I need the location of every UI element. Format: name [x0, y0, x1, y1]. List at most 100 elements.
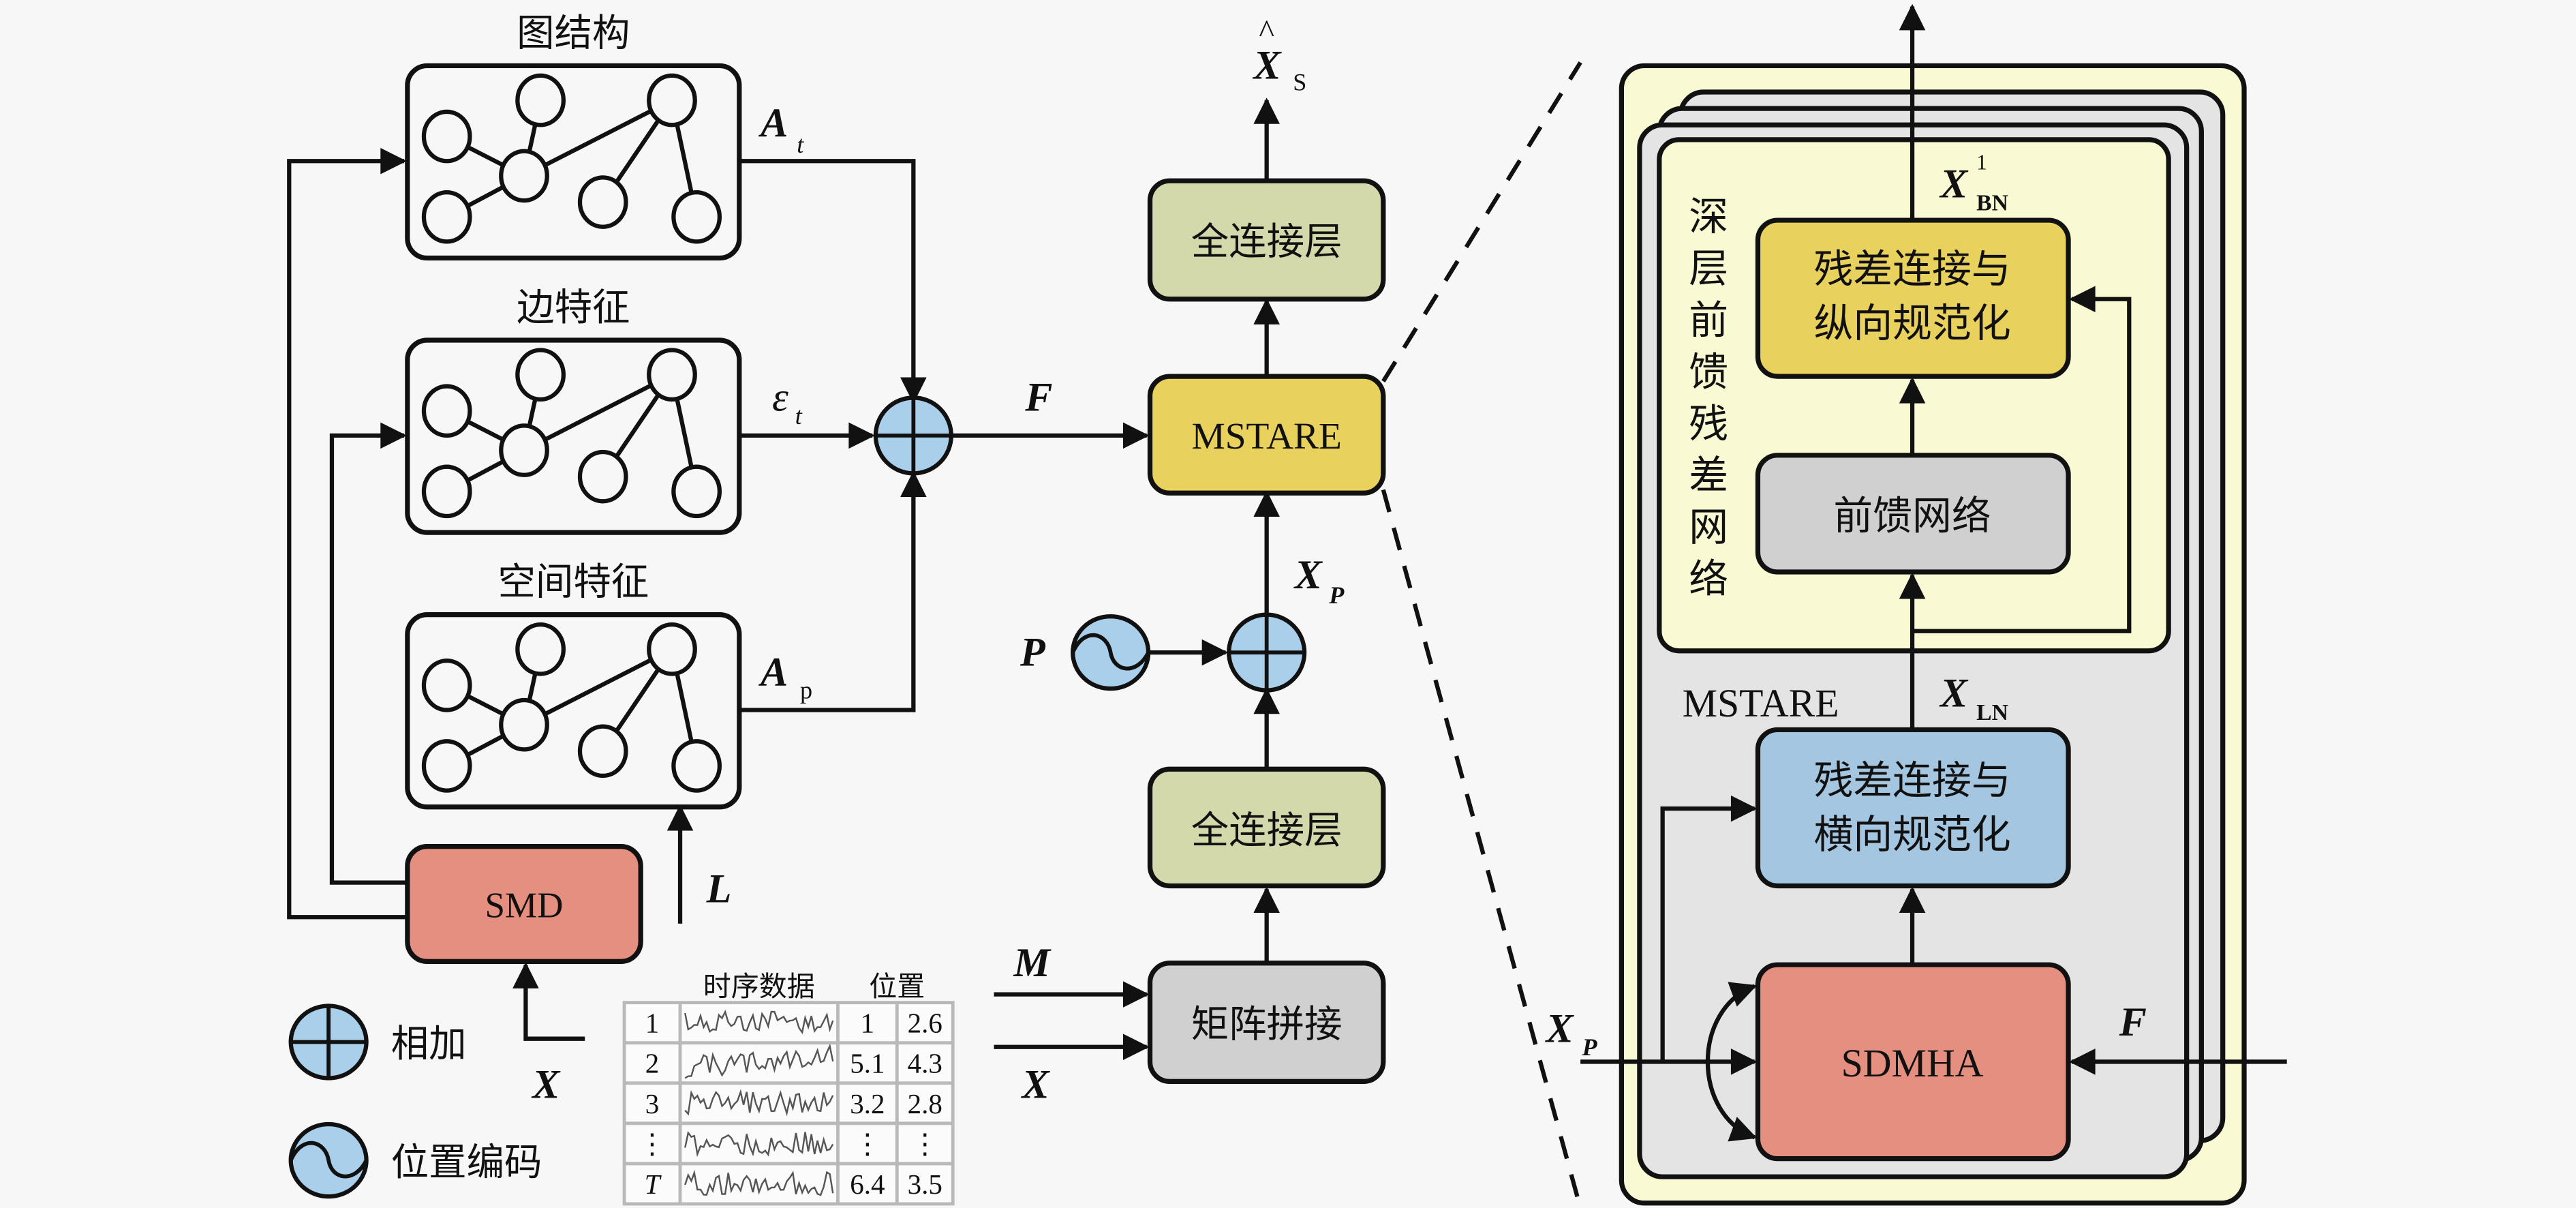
graph-node	[515, 73, 566, 127]
table-cell-pos-x: 1	[861, 1008, 874, 1039]
table-cell-pos-y: 3.5	[908, 1168, 942, 1200]
graph-node	[577, 175, 628, 229]
legend-label-add: 相加	[391, 1023, 467, 1066]
table-cell-index: 2	[645, 1048, 659, 1079]
graph-box-edge[interactable]	[405, 337, 742, 535]
ffn-group-label-char: 差	[1689, 452, 1728, 498]
time-series-sparkline	[684, 1131, 834, 1158]
smd-label: SMD	[485, 886, 564, 925]
mstare-label: MSTARE	[1191, 415, 1341, 457]
wire-bn-residual	[1912, 286, 2132, 633]
svg-text:X: X	[1293, 552, 1323, 598]
graph-node	[421, 739, 472, 793]
wire-ln-residual	[1660, 795, 1758, 1062]
svg-text:P: P	[1582, 1033, 1598, 1061]
svg-text:X: X	[1939, 671, 1969, 716]
legend-item-add: 相加	[288, 1003, 467, 1081]
residual-bn-block[interactable]	[1755, 217, 2071, 379]
graph-node	[499, 423, 549, 477]
table-cell-pos-x: 5.1	[850, 1048, 885, 1079]
sdmha-label: SDMHA	[1841, 1041, 1984, 1085]
table-cell-pos-y: 2.6	[908, 1008, 942, 1039]
svg-text:t: t	[795, 402, 803, 429]
wire-smd-to-edge	[329, 422, 408, 885]
position-encoding-node	[1071, 614, 1151, 691]
graph-node	[499, 149, 549, 203]
graph-box-title-edge: 边特征	[517, 286, 630, 330]
label-l: L	[706, 866, 732, 912]
graph-node	[515, 622, 566, 676]
graph-icon	[421, 348, 722, 519]
svg-text:A: A	[758, 649, 788, 695]
label-x-concat: X	[1020, 1061, 1050, 1107]
svg-text:X: X	[1544, 1006, 1574, 1051]
label-x-ln: X LN	[1939, 671, 2008, 725]
svg-text:ε: ε	[772, 375, 788, 421]
svg-text:^: ^	[1259, 14, 1274, 50]
graph-node	[421, 109, 472, 164]
graph-node	[577, 724, 628, 779]
sdmha-block[interactable]	[1755, 962, 2071, 1162]
fc-layer-bottom-label: 全连接层	[1191, 809, 1343, 853]
legend-item-position-encoding: 位置编码	[288, 1121, 542, 1199]
table-row: ⋮⋮⋮	[639, 1128, 939, 1160]
wire-a-t	[739, 159, 927, 404]
table-cell-pos-y: ⋮	[911, 1128, 939, 1160]
svg-text:P: P	[1328, 582, 1345, 609]
svg-text:X: X	[1939, 161, 1969, 207]
wire-smd-to-structure	[287, 147, 408, 920]
graph-node	[421, 659, 472, 712]
graph-node	[577, 449, 628, 504]
residual-ln-line1: 残差连接与	[1813, 757, 2010, 803]
table-cell-index: 1	[645, 1008, 659, 1039]
svg-text:BN: BN	[1976, 191, 2008, 216]
legend-label-position-encoding: 位置编码	[391, 1141, 542, 1185]
wire-x-to-smd	[512, 962, 585, 1041]
wire-sdmha-qkv	[1705, 982, 1758, 1142]
graph-node	[421, 464, 472, 519]
table-cell-index: T	[645, 1168, 662, 1200]
ffn-block[interactable]	[1755, 453, 2071, 575]
table-cell-pos-x: 3.2	[850, 1088, 885, 1119]
ffn-group-label-char: 残	[1689, 400, 1728, 447]
time-series-sparkline	[684, 1169, 834, 1196]
graph-node	[647, 348, 697, 402]
label-x-bn: X 1 BN	[1939, 150, 2008, 215]
fc-layer-top-label: 全连接层	[1191, 221, 1343, 265]
residual-ln-block[interactable]	[1755, 727, 2071, 889]
residual-ln-line2: 横向规范化	[1813, 811, 2010, 858]
ffn-group-label-char: 前	[1689, 297, 1728, 343]
graph-node	[421, 190, 472, 244]
label-detail-f: F	[2119, 999, 2147, 1045]
time-series-sparkline	[684, 1010, 834, 1035]
graph-box-spatial[interactable]	[405, 612, 742, 810]
smd-block[interactable]	[405, 843, 643, 964]
label-xp: X P	[1293, 552, 1345, 609]
graph-node	[647, 73, 697, 127]
graph-box-structure[interactable]	[405, 63, 742, 261]
matrix-concat-label: 矩阵拼接	[1191, 1003, 1343, 1046]
output-label-a-t: A t	[758, 100, 804, 158]
table-cell-index: ⋮	[639, 1128, 666, 1160]
output-label-a-p: A p	[758, 649, 812, 704]
stack-label-mstare: MSTARE	[1683, 681, 1839, 725]
legend: 相加 位置编码	[288, 1003, 542, 1199]
svg-text:t: t	[797, 131, 804, 158]
wire-a-p	[739, 470, 927, 712]
label-detail-xp: X P	[1544, 1006, 1597, 1060]
label-x-smd: X	[531, 1061, 561, 1107]
add-node-position	[1227, 612, 1307, 693]
graph-node	[671, 190, 722, 244]
table-cell-index: 3	[645, 1088, 659, 1119]
label-output-xs: X ^ S	[1252, 14, 1306, 96]
svg-text:S: S	[1293, 69, 1306, 96]
graph-node	[671, 739, 722, 793]
graph-node	[647, 622, 697, 676]
output-label-epsilon-t: ε t	[772, 375, 803, 429]
